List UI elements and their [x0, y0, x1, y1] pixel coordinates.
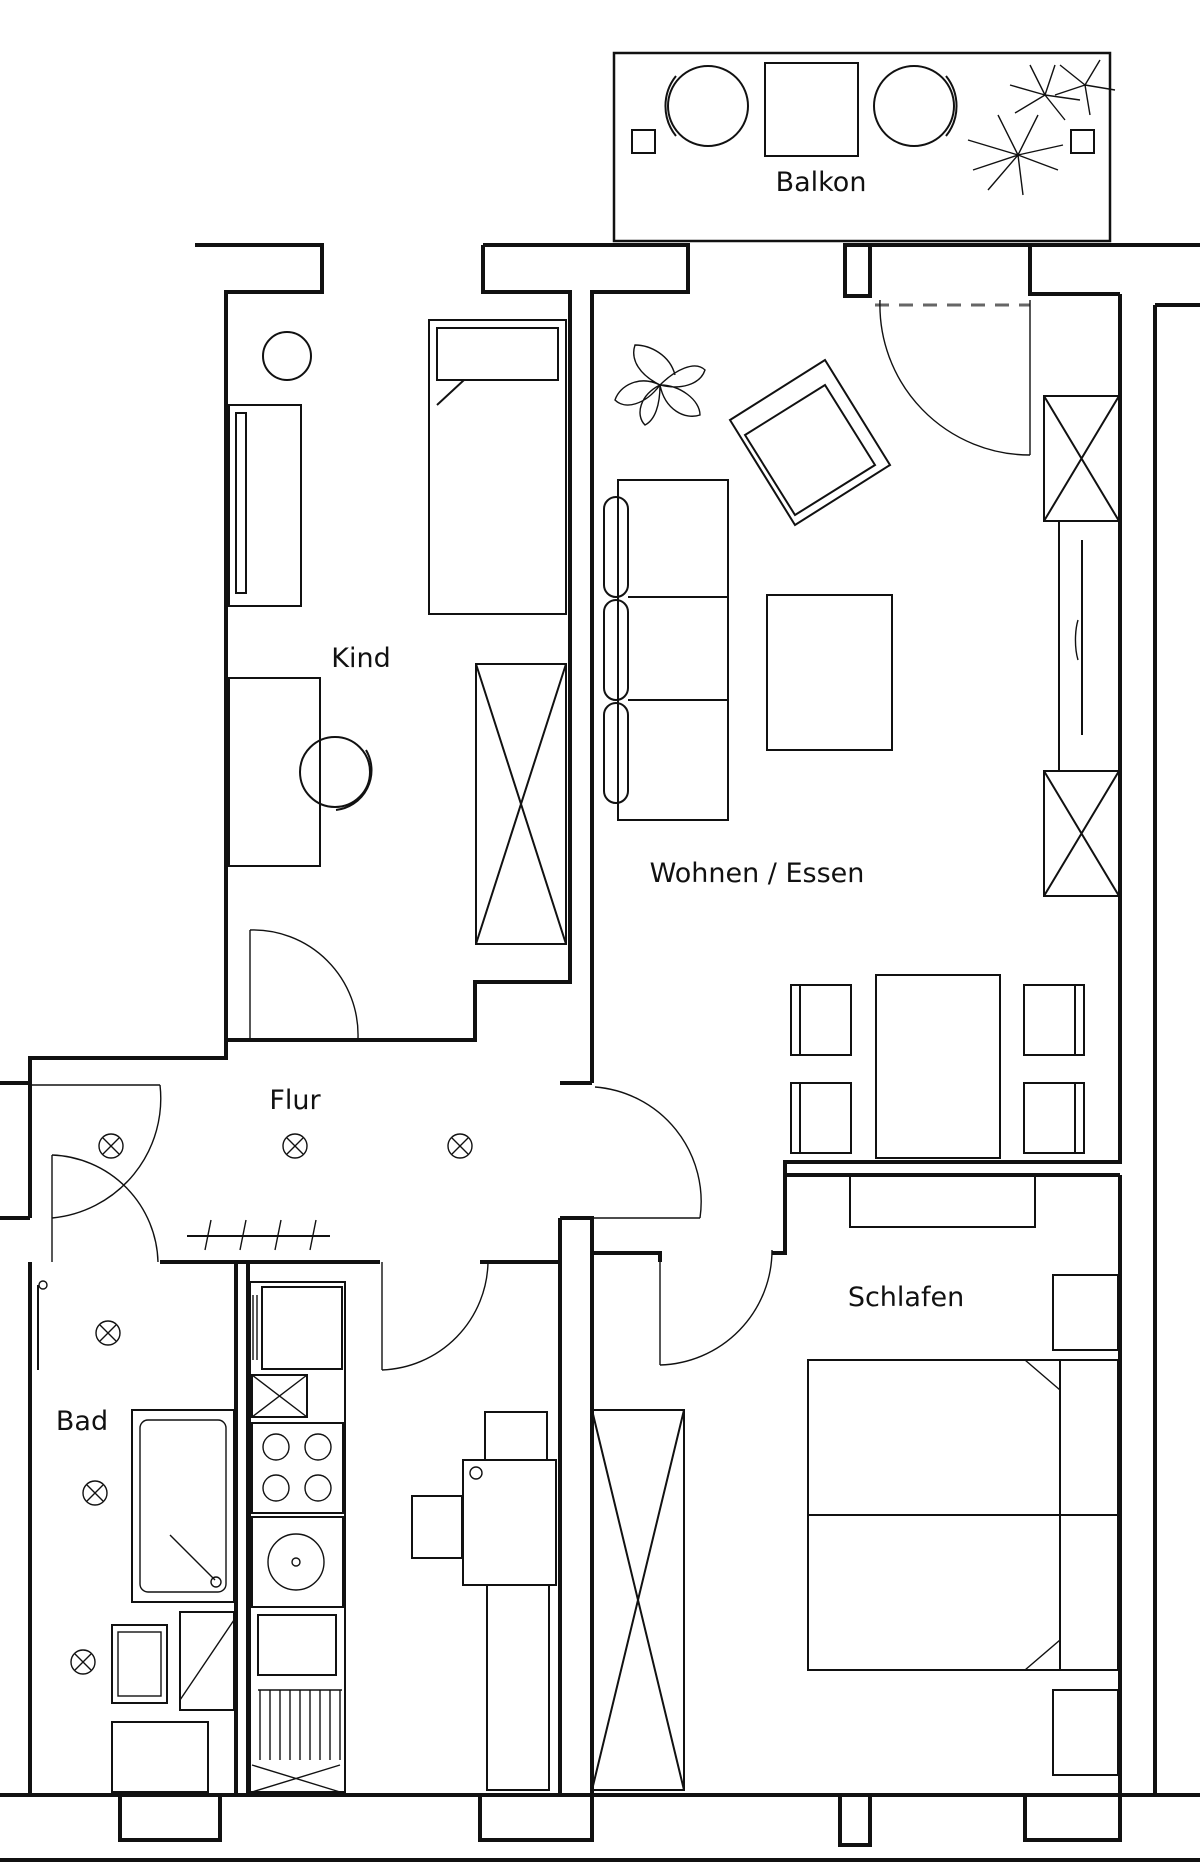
dining-chair: [790, 1082, 852, 1154]
balcony-chair-right: [873, 65, 955, 147]
coat-rack: [187, 1219, 330, 1251]
light-fixture-icon: [98, 1133, 124, 1159]
coffee-table: [766, 594, 893, 751]
kind-bed-pillow: [436, 327, 559, 381]
dishwasher: [257, 1614, 337, 1676]
balcony-table: [764, 62, 859, 157]
window-icon: [1043, 770, 1120, 897]
armchair: [728, 358, 892, 527]
light-fixture-icon: [447, 1133, 473, 1159]
exterior-walls: [0, 303, 1200, 1862]
room-label-flur: Flur: [269, 1085, 321, 1116]
sofa: [603, 479, 729, 821]
balcony-post-right: [1070, 129, 1095, 154]
kitchen-counter: [249, 1281, 346, 1793]
window-icon: [251, 1374, 308, 1418]
room-schlafen: Schlafen: [590, 1162, 1122, 1797]
kind-chair: [299, 736, 371, 808]
toilet: [111, 1721, 209, 1793]
stove: [251, 1422, 344, 1514]
kind-wardrobe: [475, 663, 567, 945]
kitchen-shelf: [486, 1584, 550, 1791]
room-label-wohnen: Wohnen / Essen: [650, 858, 865, 889]
kind-shelf: [228, 404, 302, 607]
kitchen-chair: [484, 1411, 548, 1461]
kitchen-table: [411, 1411, 557, 1791]
kind-desk: [228, 677, 321, 867]
light-fixture-icon: [95, 1320, 121, 1346]
nightstand: [1052, 1274, 1119, 1351]
room-kind: Kind: [224, 305, 572, 1042]
schlafen-dresser: [849, 1174, 1036, 1228]
room-label-bad: Bad: [56, 1406, 108, 1437]
kind-bed: [428, 319, 567, 615]
washing-machine: [111, 1624, 168, 1704]
exterior-wall-top: [195, 243, 1200, 318]
dining-table: [875, 974, 1001, 1159]
shower-tub: [131, 1409, 235, 1603]
room-bad: Bad: [28, 1260, 238, 1797]
light-fixture-icon: [82, 1480, 108, 1506]
balcony: Balkon: [612, 51, 1116, 243]
balcony-post-left: [631, 129, 656, 154]
kind-lamp: [262, 331, 312, 381]
schlafen-wardrobe: [591, 1409, 685, 1791]
kitchen-chair: [411, 1495, 463, 1559]
room-wohnen-essen: Wohnen / Essen: [590, 294, 1122, 1255]
dining-chair: [1023, 984, 1085, 1056]
bad-sink: [179, 1611, 235, 1711]
room-label-schlafen: Schlafen: [848, 1282, 964, 1313]
nightstand: [1052, 1689, 1119, 1776]
room-flur: Flur: [0, 1040, 702, 1264]
plant-icon: [967, 59, 1116, 196]
light-fixture-icon: [282, 1133, 308, 1159]
tv-cabinet: [1058, 520, 1120, 772]
light-fixture-icon: [70, 1649, 96, 1675]
plant-icon: [614, 344, 706, 426]
double-bed: [807, 1359, 1119, 1671]
room-label-kind: Kind: [331, 643, 390, 674]
balcony-chair-left: [667, 65, 749, 147]
dining-chair: [1023, 1082, 1085, 1154]
kitchen-sink: [251, 1516, 344, 1608]
room-label-balkon: Balkon: [776, 167, 867, 198]
room-kitchen: [246, 1260, 562, 1797]
fridge: [261, 1286, 343, 1370]
dining-chair: [790, 984, 852, 1056]
